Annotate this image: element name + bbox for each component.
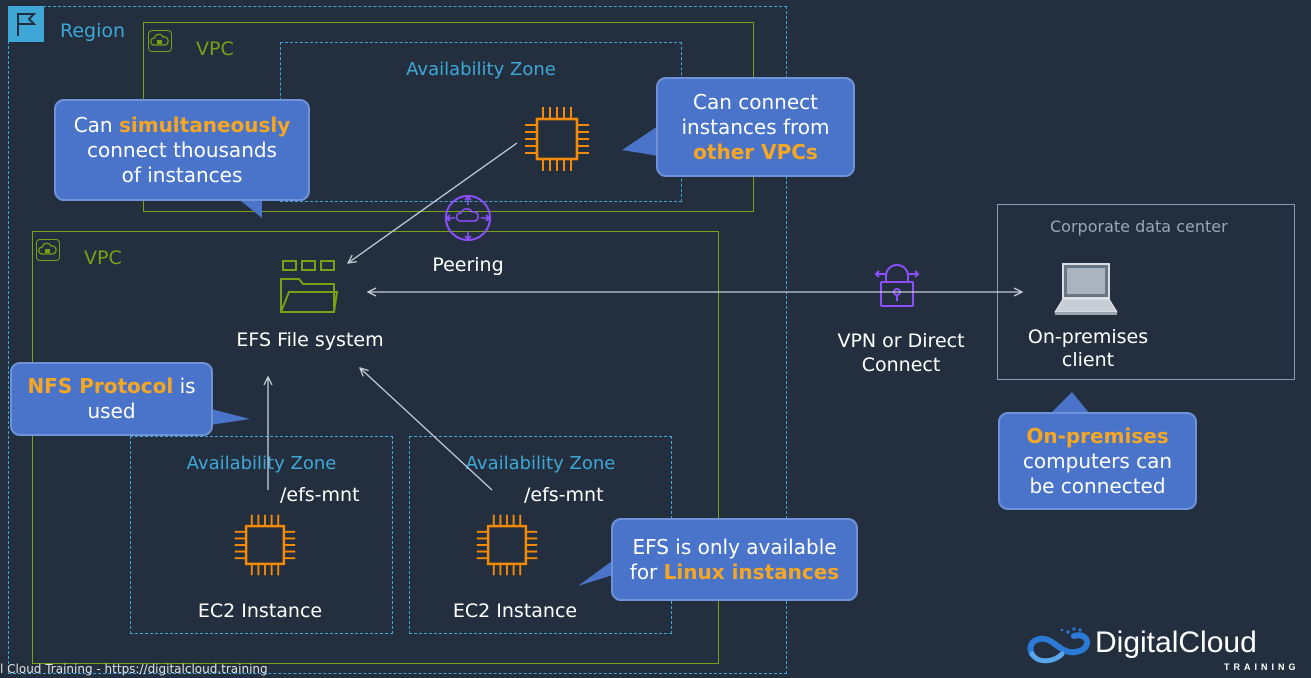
efs-mount-path-right: /efs-mnt xyxy=(524,484,604,506)
callout-text: used xyxy=(87,399,136,423)
callout-linux: EFS is only available for Linux instance… xyxy=(611,518,858,601)
callout-highlight: simultaneously xyxy=(118,112,291,137)
arrow-ec2-right-to-efs xyxy=(360,368,493,491)
ec2-left-instance-icon xyxy=(231,511,299,583)
vpc-bottom-label: VPC xyxy=(84,247,122,269)
vpc-bottom-boundary xyxy=(32,231,719,664)
ec2-right-instance-icon xyxy=(473,511,541,583)
ec2-top-instance-icon xyxy=(521,103,593,179)
callout-highlight: On-premises xyxy=(1026,423,1169,448)
callout-text: connect thousands xyxy=(87,137,277,162)
vpc-peering-icon xyxy=(443,193,493,247)
client-label-line1: On-premises xyxy=(1027,326,1149,348)
ec2-left-label: EC2 Instance xyxy=(197,600,323,622)
logo-subtitle: TRAINING xyxy=(1224,662,1300,672)
vpc-cloud-lock-icon xyxy=(148,30,172,52)
callout-text: instances from xyxy=(681,114,830,139)
vpn-label-line1: VPN or Direct xyxy=(837,330,965,352)
client-label: On-premises client xyxy=(1010,326,1166,372)
efs-file-system-icon xyxy=(278,257,340,321)
az-top-label: Availability Zone xyxy=(406,59,556,80)
vpn-label: VPN or Direct Connect xyxy=(818,330,984,378)
vpn-lock-icon xyxy=(874,262,920,314)
callout-tail-linux xyxy=(578,558,616,586)
callout-text: Can connect xyxy=(693,89,818,114)
efs-mount-path-left: /efs-mnt xyxy=(280,484,360,506)
callout-text: be connected xyxy=(1029,473,1166,498)
region-label: Region xyxy=(60,20,126,42)
region-flag-icon xyxy=(8,6,44,42)
efs-label: EFS File system xyxy=(236,329,384,351)
arrow-ec2-top-to-efs xyxy=(348,142,518,263)
callout-other-vpcs: Can connect instances from other VPCs xyxy=(656,77,855,177)
callout-text: is xyxy=(173,374,196,398)
digitalcloud-logo-icon xyxy=(1024,624,1096,672)
ec2-right-label: EC2 Instance xyxy=(452,600,578,622)
vpc-top-label: VPC xyxy=(196,38,234,60)
az-bottom-left-label: Availability Zone xyxy=(186,453,337,474)
callout-tail-onprem xyxy=(1050,392,1090,414)
callout-text: Can xyxy=(73,112,119,137)
footer-url: l Cloud Training - https://digitalcloud.… xyxy=(0,662,268,676)
callout-text: of instances xyxy=(121,162,243,187)
laptop-client-icon xyxy=(1053,260,1119,324)
callout-text: for xyxy=(629,559,664,584)
callout-highlight: Linux instances xyxy=(663,559,840,584)
client-label-line2: client xyxy=(1061,348,1115,371)
callout-text: EFS is only available xyxy=(632,534,837,559)
az-bottom-left-boundary xyxy=(130,436,393,634)
callout-highlight: NFS Protocol xyxy=(27,374,174,398)
peering-label: Peering xyxy=(432,254,504,276)
callout-tail-other-vpcs xyxy=(622,126,658,156)
logo-wordmark: DigitalCloud xyxy=(1095,626,1257,659)
callout-simultaneous: Can simultaneously connect thousands of … xyxy=(54,99,310,201)
vpc-cloud-lock-icon xyxy=(36,239,60,261)
region-boundary xyxy=(8,6,787,674)
vpn-label-line2: Connect xyxy=(861,353,941,376)
az-bottom-right-label: Availability Zone xyxy=(465,453,616,474)
callout-nfs: NFS Protocol is used xyxy=(10,362,213,436)
callout-highlight: other VPCs xyxy=(693,139,818,164)
datacenter-label: Corporate data center xyxy=(1050,217,1228,236)
callout-text: computers can xyxy=(1022,448,1173,473)
callout-onprem: On-premises computers can be connected xyxy=(998,412,1197,510)
